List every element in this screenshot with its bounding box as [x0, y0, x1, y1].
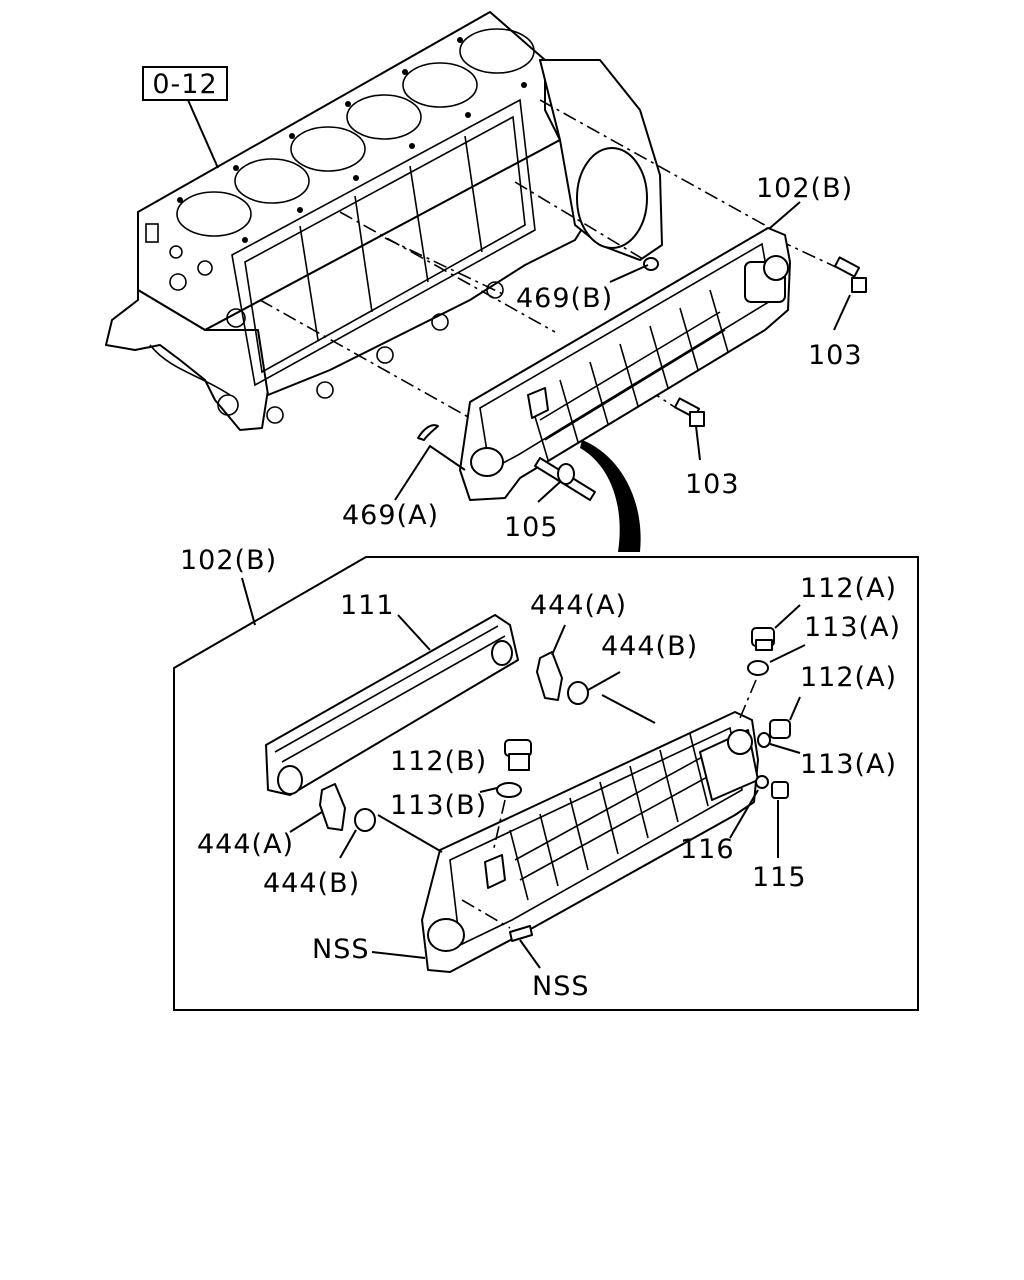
label-115: 115	[752, 862, 807, 893]
callout-labels: 102(B) 103 469(B) 103 469(A) 105 102(B) …	[180, 173, 901, 1002]
o-ring-444b-top	[567, 681, 589, 705]
o-ring-444b-bottom	[354, 808, 376, 832]
plug-115	[771, 781, 789, 799]
label-102b-top: 102(B)	[756, 173, 853, 204]
label-nss-left: NSS	[312, 934, 369, 965]
label-112a-top: 112(A)	[800, 573, 897, 604]
label-103-middle: 103	[685, 469, 740, 500]
label-113a-top: 113(A)	[804, 612, 901, 643]
label-112a-side: 112(A)	[800, 662, 897, 693]
label-444a-top: 444(A)	[530, 590, 627, 621]
o-ring-469b	[643, 257, 659, 271]
label-444b-top: 444(B)	[601, 631, 698, 662]
label-444b-bottom: 444(B)	[263, 868, 360, 899]
label-nss-bottom: NSS	[532, 971, 589, 1002]
reference-box: 0-12	[142, 66, 228, 169]
gasket-444a-top	[536, 651, 563, 701]
cooler-element-111	[265, 614, 519, 796]
label-469a: 469(A)	[342, 500, 439, 531]
detail-box	[173, 556, 919, 1011]
gasket-444a-bottom	[319, 783, 346, 831]
o-ring-113a-side	[757, 732, 771, 748]
nss-plate	[509, 925, 533, 942]
label-469b: 469(B)	[516, 283, 613, 314]
stud-105	[534, 457, 596, 501]
bolt-103-right	[833, 256, 867, 293]
label-113a-side: 113(A)	[800, 749, 897, 780]
label-112b: 112(B)	[390, 746, 487, 777]
bolt-103-middle	[673, 397, 705, 427]
gasket-469a	[417, 424, 439, 441]
oil-cooler-assembly-top	[459, 227, 791, 501]
label-102b-box: 102(B)	[180, 545, 277, 576]
detail-arrow	[580, 440, 641, 552]
label-111: 111	[340, 590, 395, 621]
leader-lines	[241, 201, 851, 969]
plug-112b	[504, 739, 532, 771]
plug-112a-side	[769, 719, 791, 739]
label-103-right: 103	[808, 340, 863, 371]
engine-block	[105, 11, 663, 431]
label-105: 105	[504, 512, 559, 543]
o-ring-113b	[496, 782, 522, 798]
label-113b: 113(B)	[390, 790, 487, 821]
detail-alignment-lines	[461, 679, 757, 929]
plug-112a-top	[751, 627, 775, 651]
o-ring-113a-top	[747, 660, 769, 676]
washer-116	[755, 775, 769, 789]
label-116: 116	[680, 834, 735, 865]
reference-box-label: 0-12	[152, 69, 217, 100]
label-444a-bottom: 444(A)	[197, 829, 294, 860]
